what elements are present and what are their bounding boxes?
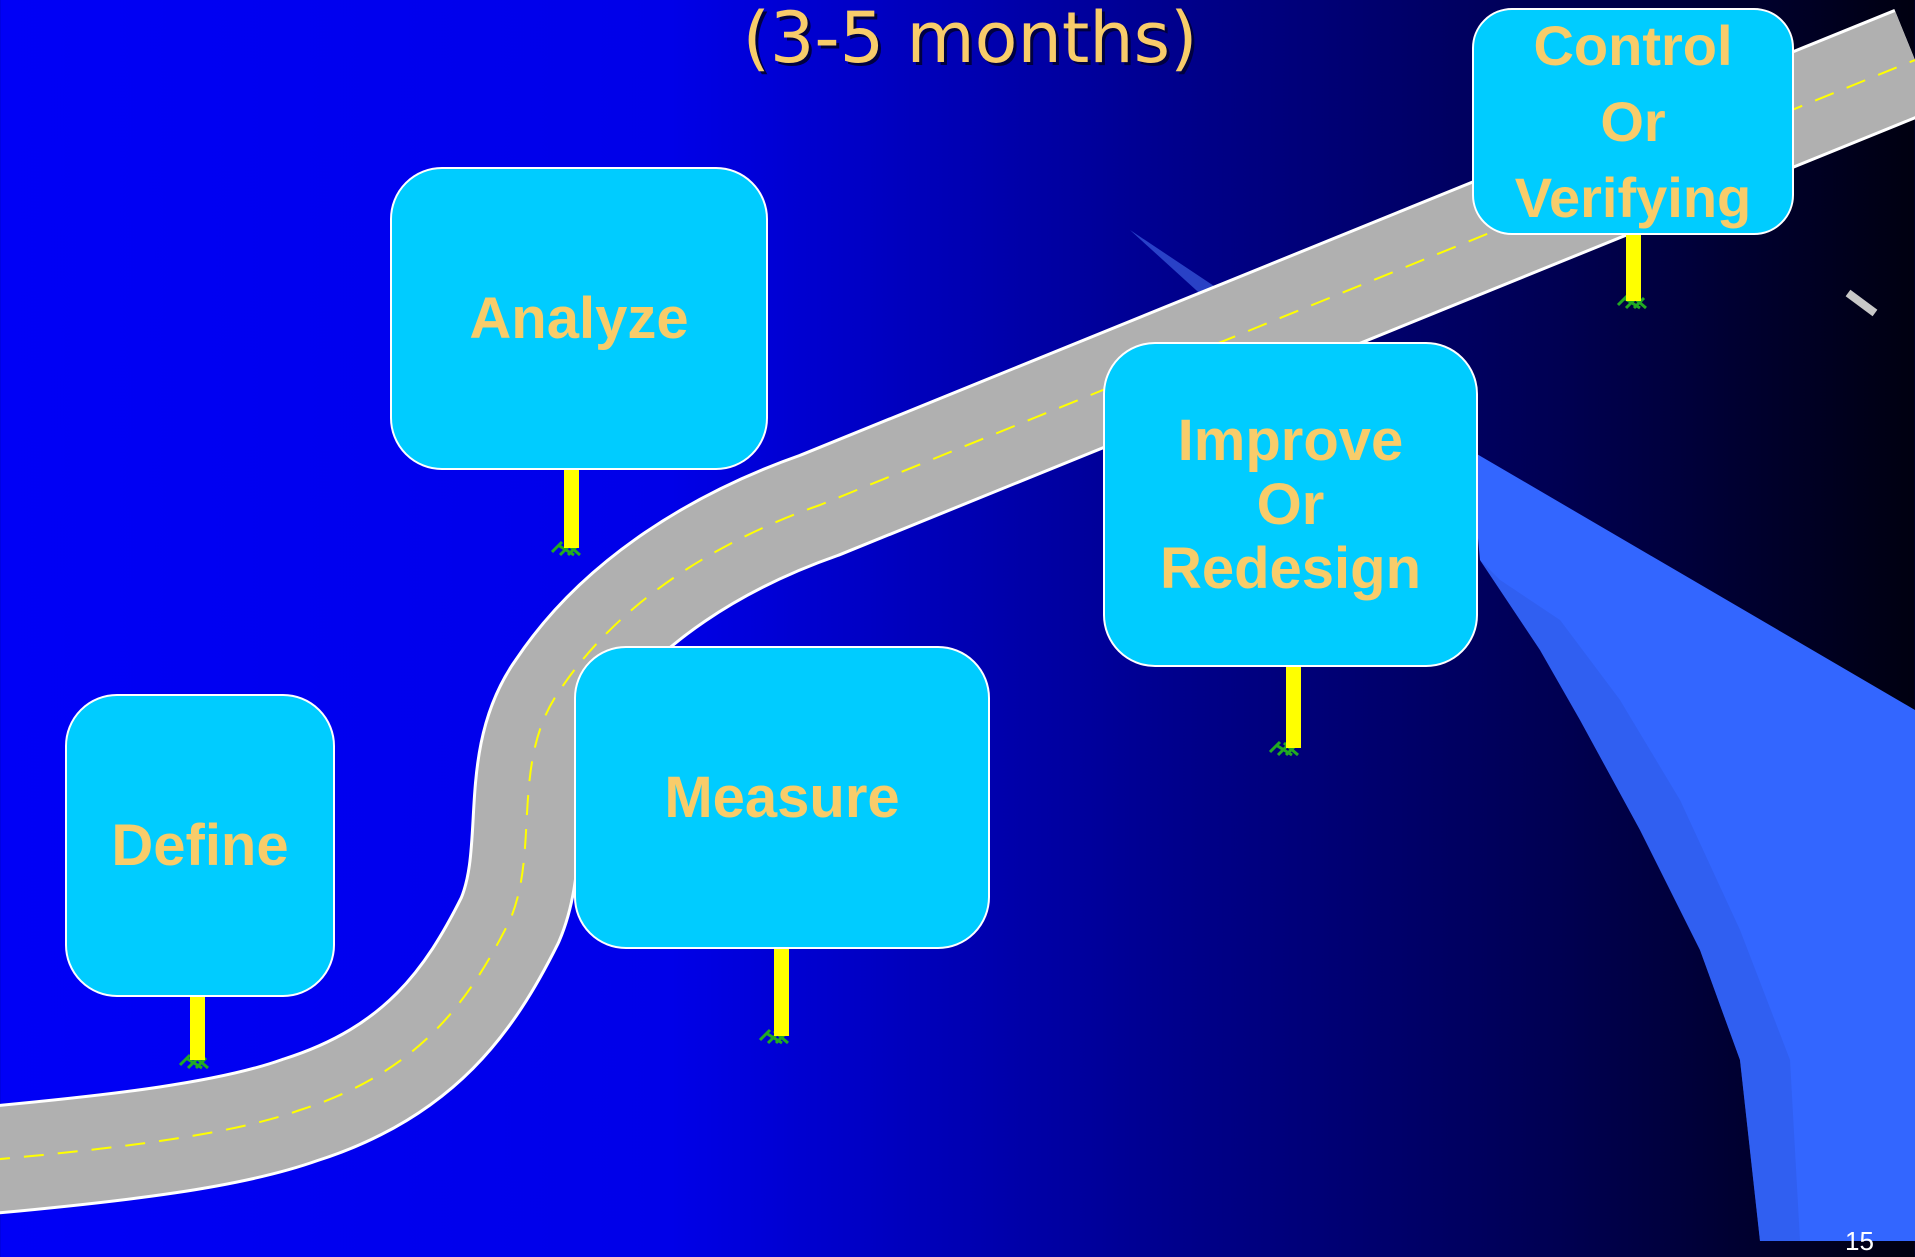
step-label: Measure	[664, 764, 900, 830]
light-beam-inner	[1480, 560, 1800, 1241]
step-analyze: Analyze	[390, 167, 768, 470]
sign-post-control	[1626, 233, 1641, 301]
road-marker	[1845, 289, 1878, 317]
sign-post-define	[190, 995, 205, 1060]
page-number: 15	[1845, 1226, 1874, 1256]
grass-icon	[178, 293, 1647, 1070]
step-label: Control Or Verifying	[1514, 13, 1752, 229]
step-label: Improve Or Redesign	[1159, 407, 1422, 601]
sign-post-analyze	[564, 468, 579, 548]
step-label: Define	[111, 812, 289, 878]
step-measure: Measure	[574, 646, 990, 949]
step-define: Define	[65, 694, 335, 997]
sign-post-measure	[774, 948, 789, 1036]
step-control: Control Or Verifying	[1472, 8, 1794, 235]
road-surface	[0, 11, 1915, 1212]
step-label: Analyze	[469, 285, 689, 351]
step-improve: Improve Or Redesign	[1103, 342, 1478, 667]
sign-post-improve	[1286, 666, 1301, 748]
page-title: (3-5 months)	[742, 0, 1198, 79]
